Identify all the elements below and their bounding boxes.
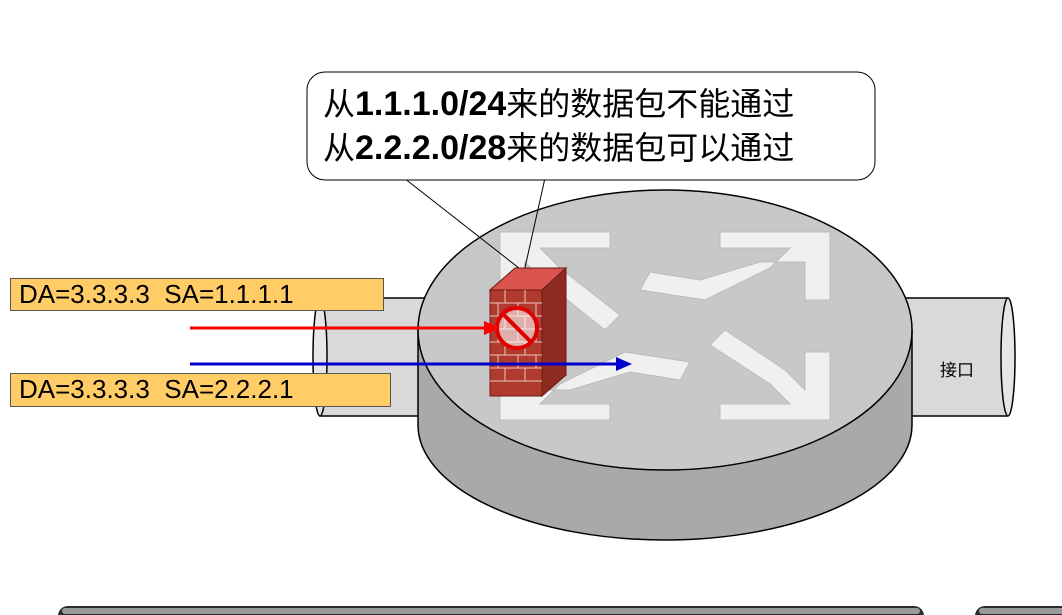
callout-suffix: 来的数据包可以通过 — [506, 129, 795, 167]
interface-label: 接口 — [940, 361, 974, 381]
permitted-packet-arrow — [190, 357, 632, 371]
permit-network: 2.2.2.0/28 — [355, 129, 507, 167]
packet-label-blocked: DA=3.3.3.3 SA=1.1.1.1 — [10, 278, 384, 311]
callout-line-deny: 从1.1.1.0/24来的数据包不能通过 — [323, 82, 875, 126]
callout-pointer — [403, 177, 546, 273]
deny-network: 1.1.1.0/24 — [355, 85, 507, 123]
acl-rule-callout: 从1.1.1.0/24来的数据包不能通过 从2.2.2.0/28来的数据包可以通… — [307, 72, 875, 180]
callout-suffix: 来的数据包不能通过 — [506, 85, 795, 123]
bottom-bar — [58, 606, 1062, 615]
prohibited-icon — [495, 306, 539, 350]
callout-prefix: 从 — [323, 85, 356, 123]
packet-label-permitted: DA=3.3.3.3 SA=2.2.2.1 — [10, 373, 391, 407]
interface-pipe — [900, 297, 1016, 417]
callout-bubble — [306, 71, 876, 181]
callout-line-permit: 从2.2.2.0/28来的数据包可以通过 — [323, 126, 875, 170]
callout-prefix: 从 — [323, 129, 356, 167]
blocked-packet-arrow — [190, 321, 500, 335]
